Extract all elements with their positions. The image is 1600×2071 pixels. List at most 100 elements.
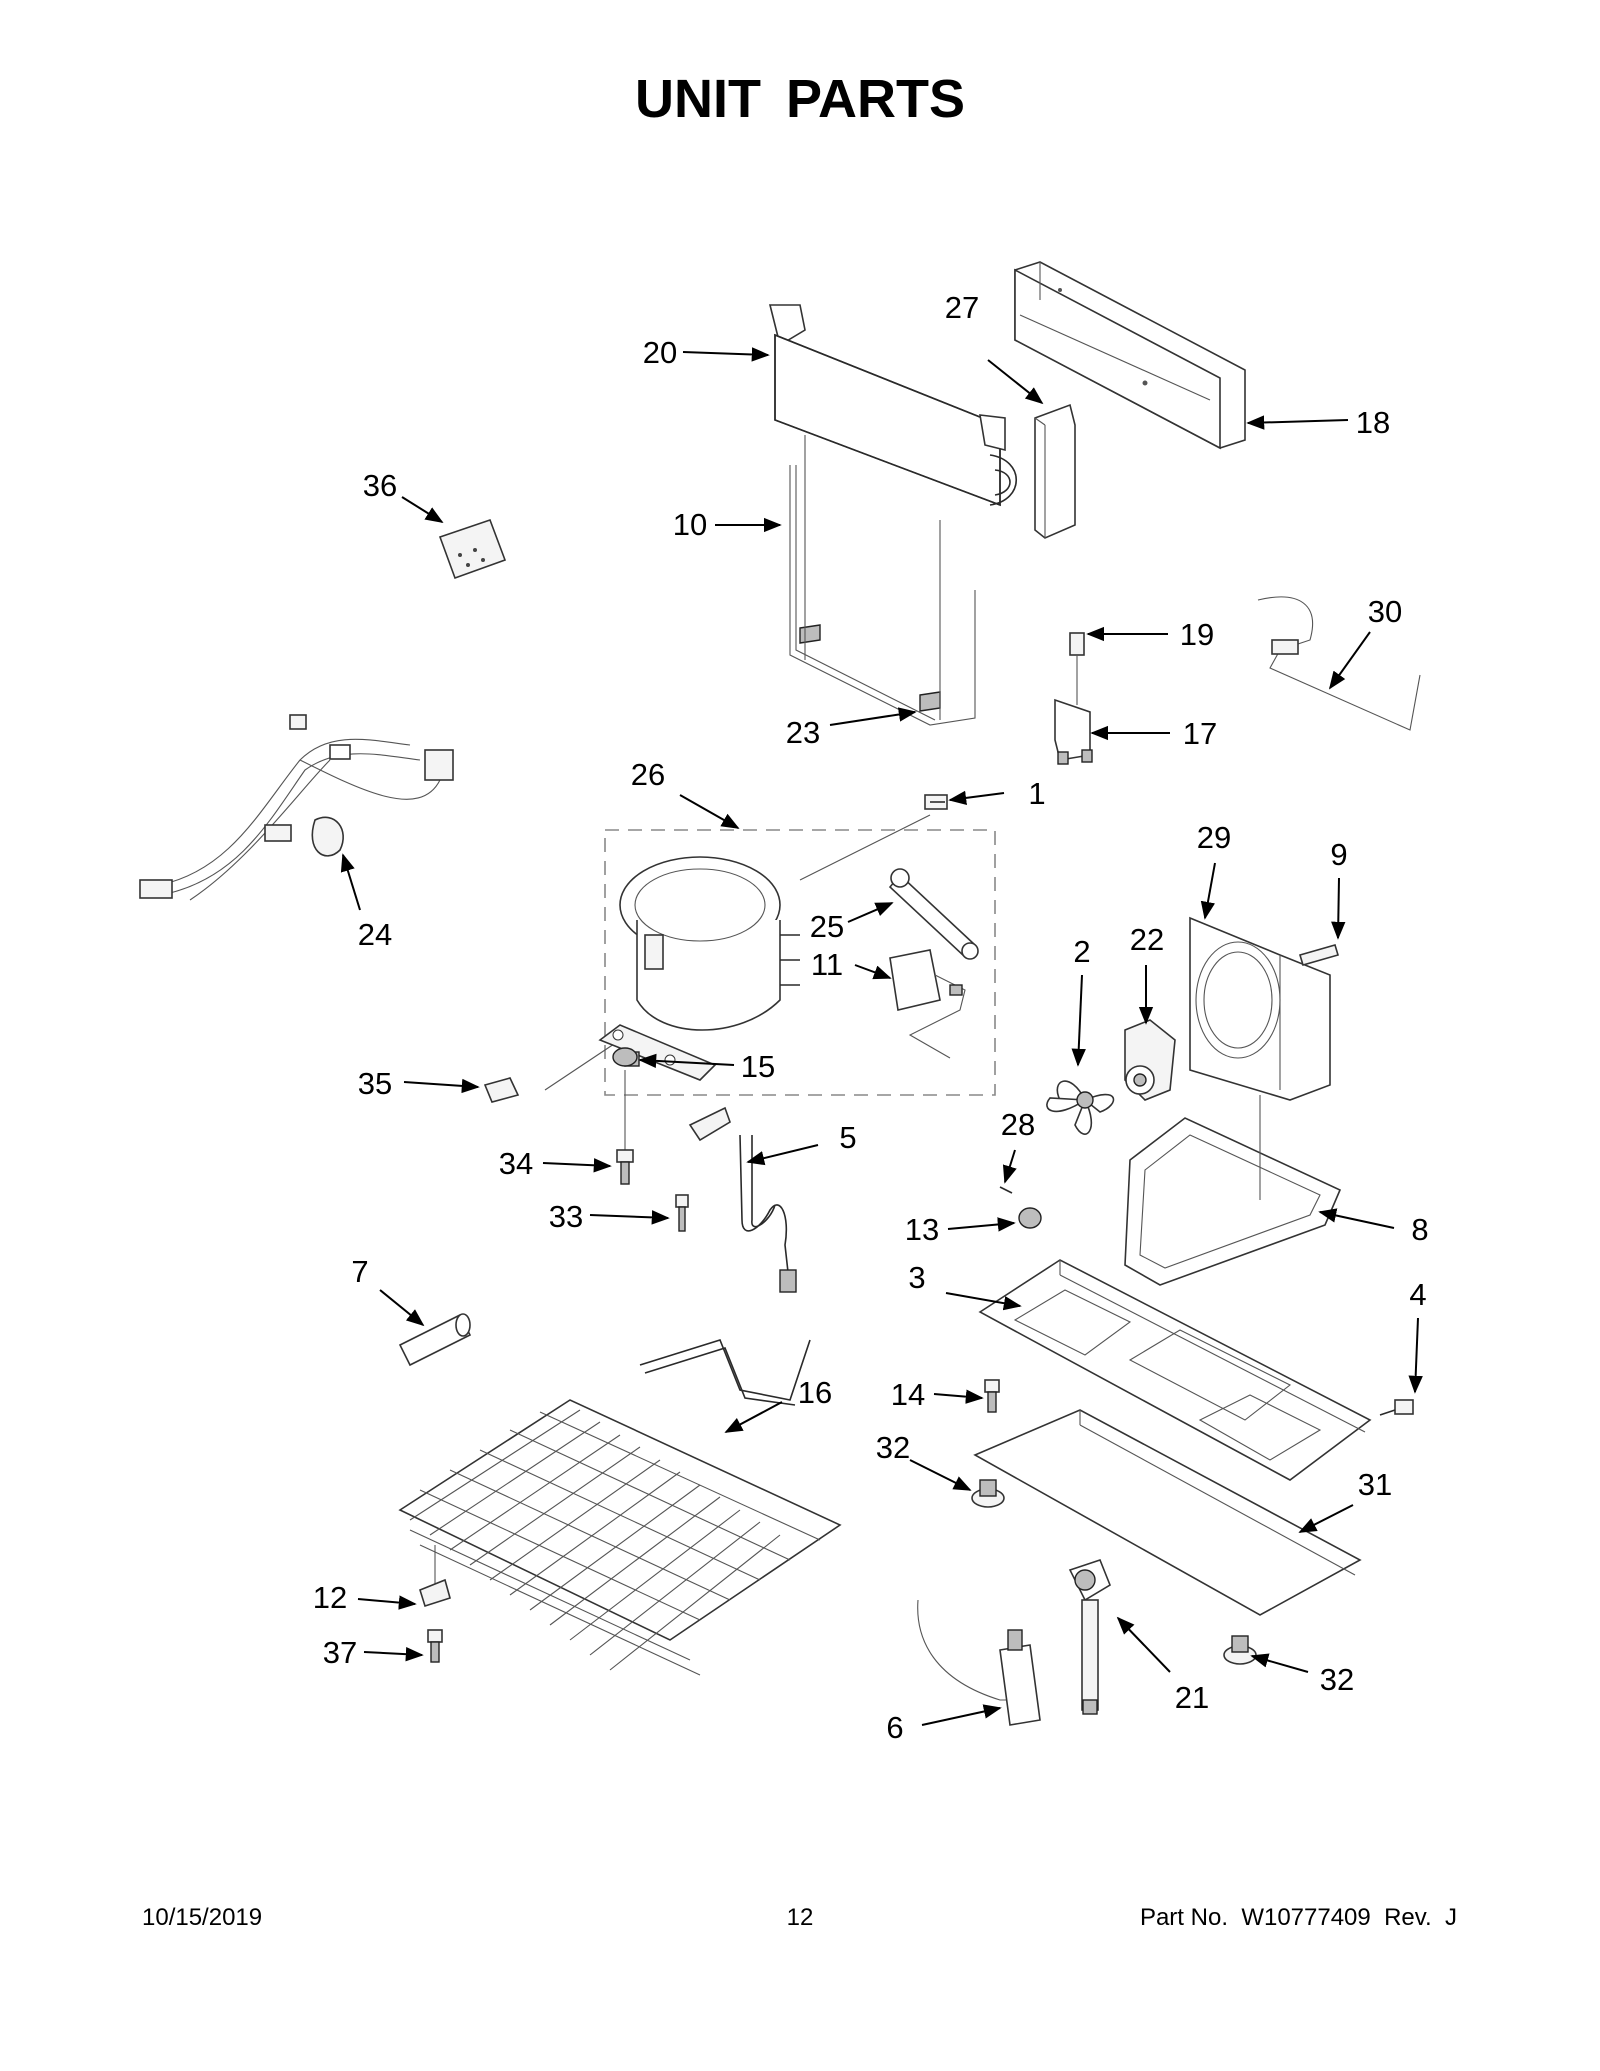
callout-17: 17: [1183, 716, 1217, 751]
leader-15: [638, 1053, 735, 1069]
leader-4: [1408, 1317, 1423, 1394]
part-10-23-tubing: [789, 435, 976, 726]
callout-36: 36: [363, 468, 397, 503]
part-14-screw: [984, 1379, 1000, 1413]
leader-21: [1116, 1616, 1171, 1673]
part-30-heater-wire: [1257, 596, 1421, 731]
callout-12: 12: [313, 1580, 347, 1615]
callout-6: 6: [886, 1710, 903, 1745]
callout-25: 25: [810, 909, 844, 944]
part-32-foot-front: [971, 1479, 1005, 1508]
part-15-grommet: [612, 1047, 638, 1155]
part-1-screw: [924, 794, 948, 810]
callout-32-rear: 32: [1320, 1662, 1354, 1697]
part-5-tube-assembly: [688, 1106, 797, 1293]
leader-35: [403, 1078, 480, 1094]
callout-28: 28: [1001, 1107, 1035, 1142]
part-18-cover: [1014, 261, 1246, 450]
callout-22: 22: [1130, 922, 1164, 957]
leader-23: [829, 707, 917, 726]
part-16-condenser-coil: [398, 1339, 842, 1676]
leader-6: [921, 1704, 1002, 1726]
leader-33: [589, 1210, 670, 1225]
footer-part-number: Part No. W10777409 Rev. J: [1139, 1904, 1457, 1931]
leader-20: [682, 347, 770, 362]
part-11-relay: [889, 949, 966, 1059]
part-4-screw: [1379, 1399, 1414, 1416]
callout-29: 29: [1197, 820, 1231, 855]
part-28-pin: [999, 1186, 1013, 1194]
callout-2: 2: [1073, 934, 1090, 969]
part-35-clip: [483, 1077, 520, 1103]
leader-37: [363, 1646, 424, 1662]
part-37-screw: [427, 1629, 443, 1663]
part-21-sensor: [1068, 1559, 1111, 1715]
page-title: UNIT PARTS: [635, 69, 965, 129]
leader-11: [854, 964, 892, 980]
leader-1: [948, 790, 1005, 806]
leader-8: [1318, 1208, 1395, 1229]
part-6-heater: [917, 1599, 1041, 1726]
leader-9: [1331, 877, 1346, 940]
callout-10: 10: [673, 507, 707, 542]
part-compressor: [598, 856, 800, 1081]
callout-26: 26: [631, 757, 665, 792]
callout-18: 18: [1356, 405, 1390, 440]
callout-4: 4: [1409, 1277, 1426, 1312]
leader-25: [847, 902, 894, 923]
part-22-fan-motor: [1124, 1019, 1176, 1101]
leader-36: [401, 496, 444, 523]
callout-9: 9: [1330, 837, 1347, 872]
callout-16: 16: [798, 1375, 832, 1410]
part-25-drier: [888, 868, 979, 960]
part-36-board: [438, 518, 507, 580]
leader-26: [679, 794, 740, 829]
callout-24: 24: [358, 917, 392, 952]
leader-16: [724, 1401, 783, 1433]
callout-5: 5: [839, 1120, 856, 1155]
part-26-compressor-group: [544, 814, 996, 1096]
callout-30: 30: [1368, 594, 1402, 629]
part-29-fan-shroud: [1189, 916, 1331, 1101]
leader-2: [1071, 974, 1086, 1067]
leader-18: [1246, 415, 1349, 430]
leader-27: [987, 359, 1044, 405]
callout-27: 27: [945, 290, 979, 325]
callout-3: 3: [908, 1260, 925, 1295]
part-7-tube: [398, 1313, 472, 1367]
callout-32-front: 32: [876, 1430, 910, 1465]
callout-13: 13: [905, 1212, 939, 1247]
part-33-screw: [675, 1194, 689, 1232]
part-13-grommet: [1018, 1207, 1042, 1229]
part-19-17-bracket: [1054, 632, 1093, 765]
part-31-insulation-sheet: [973, 1409, 1362, 1616]
leader-7: [379, 1289, 425, 1327]
callout-leaders: [340, 347, 1423, 1726]
callout-21: 21: [1175, 1680, 1209, 1715]
callout-35: 35: [358, 1066, 392, 1101]
leader-32b: [1250, 1653, 1309, 1673]
part-34-bolt: [616, 1149, 634, 1185]
leader-3: [945, 1292, 1022, 1311]
part-32-foot-rear: [1223, 1635, 1257, 1665]
callout-20: 20: [643, 335, 677, 370]
leader-28: [1002, 1149, 1017, 1184]
part-27-foam-block: [1034, 403, 1076, 539]
callout-7: 7: [351, 1254, 368, 1289]
part-20-evaporator: [768, 304, 1017, 507]
callout-11: 11: [811, 947, 843, 982]
leader-34: [542, 1158, 612, 1173]
callout-8: 8: [1411, 1212, 1428, 1247]
part-12-clip: [419, 1545, 451, 1608]
callout-31: 31: [1358, 1467, 1392, 1502]
callout-37: 37: [323, 1635, 357, 1670]
part-3-base-plate: [978, 1259, 1372, 1481]
leader-31: [1298, 1504, 1354, 1533]
leader-12: [357, 1595, 417, 1610]
footer-page-number: 12: [786, 1904, 814, 1931]
part-9-screw: [1299, 944, 1339, 966]
leader-30: [1328, 631, 1371, 690]
callout-19: 19: [1180, 617, 1214, 652]
